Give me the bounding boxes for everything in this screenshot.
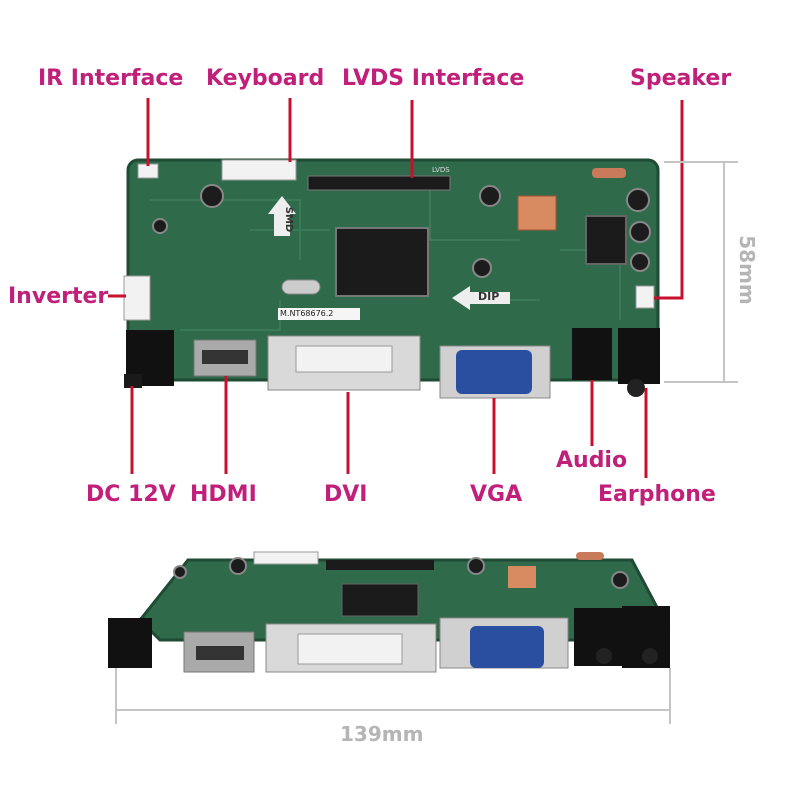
smd-mark: SMD <box>283 206 295 233</box>
label-keyboard: Keyboard <box>206 66 325 91</box>
dimension-height: 58mm <box>734 235 759 305</box>
model-mark: M.NT68676.2 <box>280 309 334 318</box>
label-audio: Audio <box>556 448 628 473</box>
top-pcb-board <box>123 158 660 399</box>
bottom-pcb-board <box>108 551 671 673</box>
main-chip <box>335 227 429 297</box>
leader-lines <box>108 98 684 478</box>
label-lvds-interface: LVDS Interface <box>342 66 525 91</box>
audio-chip <box>585 215 627 265</box>
bottom-dc-jack <box>108 618 152 668</box>
label-dvi: DVI <box>324 482 368 507</box>
dip-mark: DIP <box>478 290 500 303</box>
label-dc-12v: DC 12V <box>86 482 176 507</box>
lvds-mark: LVDS <box>432 166 450 174</box>
height-dimension-lines <box>664 161 738 383</box>
earphone-jack <box>618 328 660 384</box>
width-dimension-lines <box>115 668 671 724</box>
label-vga: VGA <box>470 482 523 507</box>
dimension-width: 139mm <box>340 722 424 746</box>
speaker-connector <box>635 285 655 309</box>
ir-connector <box>137 163 159 179</box>
label-earphone: Earphone <box>598 482 716 507</box>
label-speaker: Speaker <box>630 66 732 91</box>
keyboard-connector <box>221 159 297 181</box>
watermark: Zhongweilz <box>220 391 411 426</box>
audio-jack <box>572 328 612 380</box>
label-inverter: Inverter <box>8 284 109 309</box>
lvds-connector <box>307 175 451 191</box>
label-hdmi: HDMI <box>190 482 257 507</box>
inverter-connector <box>123 275 151 321</box>
label-ir-interface: IR Interface <box>38 66 184 91</box>
